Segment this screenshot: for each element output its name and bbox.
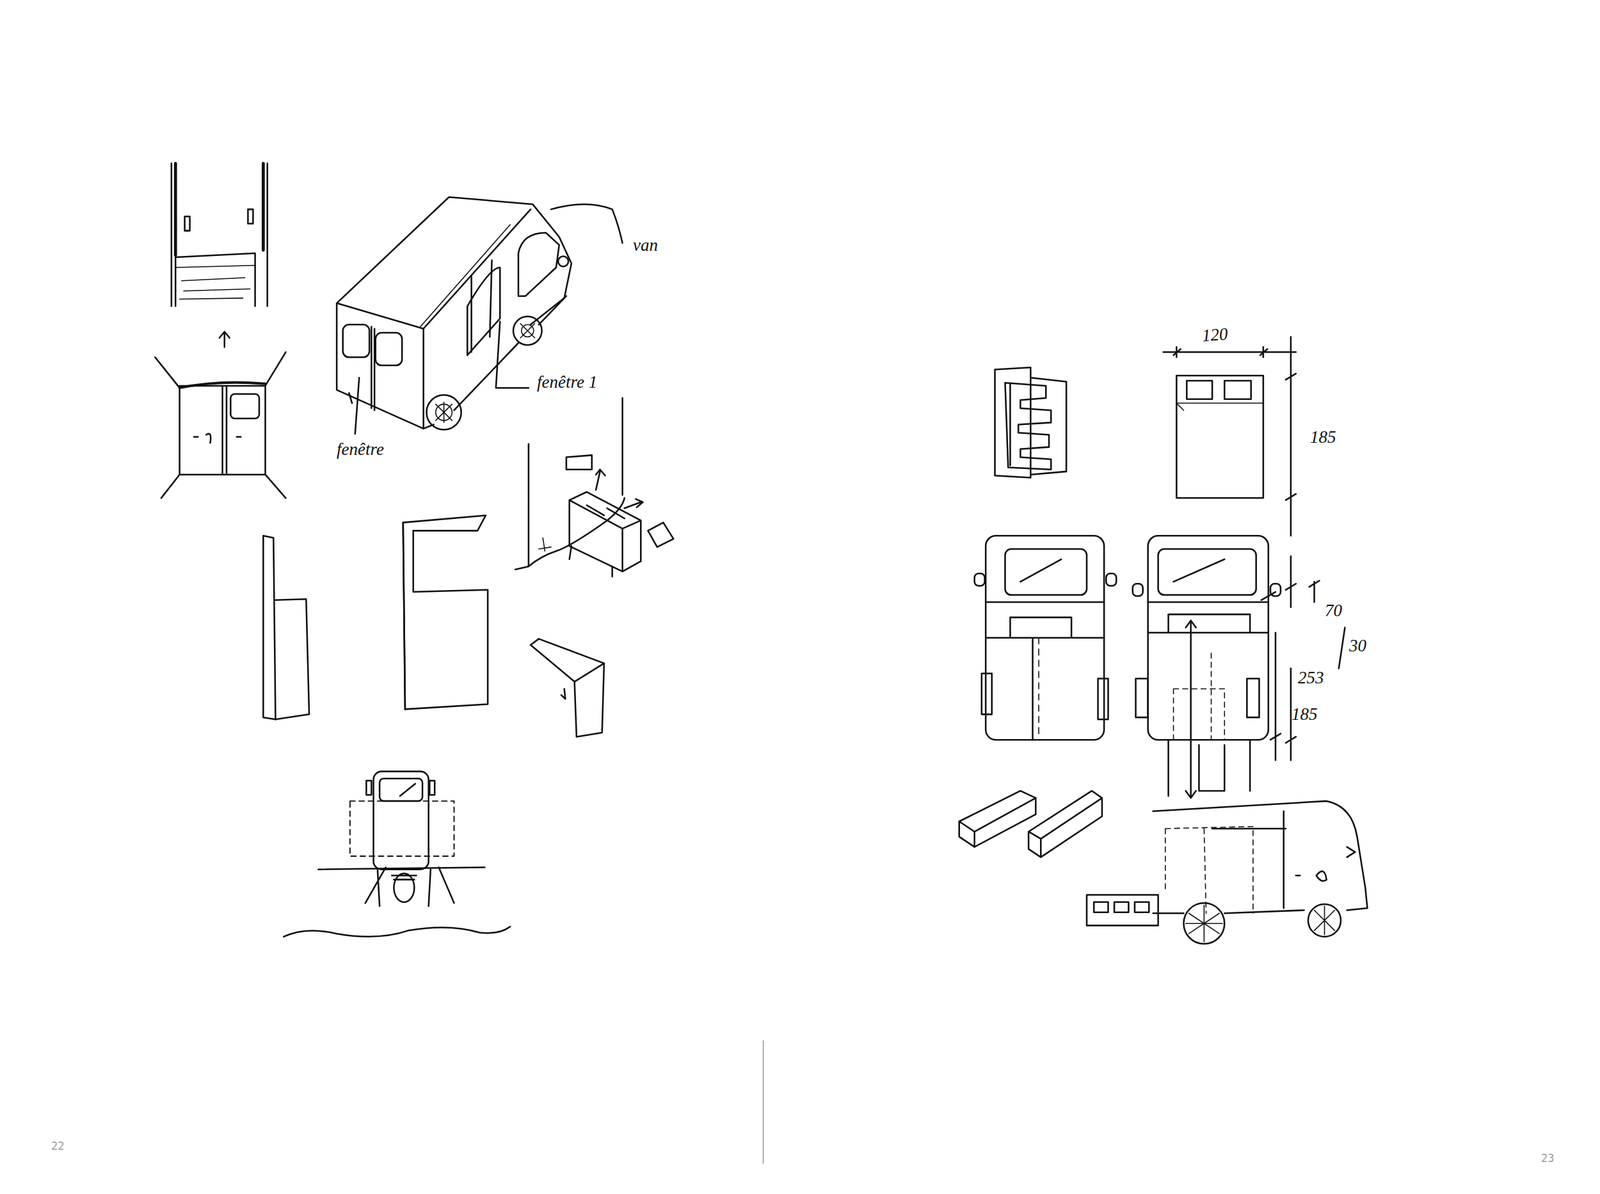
page-number: 22 bbox=[51, 1141, 64, 1152]
handwritten-note: 253 bbox=[1297, 669, 1325, 687]
shelf-sketch bbox=[530, 638, 605, 737]
handwritten-note: van bbox=[632, 236, 658, 255]
handwritten-note: 120 bbox=[1201, 325, 1229, 345]
beam-sketches bbox=[959, 791, 1103, 858]
handwritten-note: fenêtre 1 bbox=[536, 373, 598, 392]
handwritten-note: fenêtre bbox=[336, 440, 384, 459]
handwritten-note: 30 bbox=[1349, 637, 1367, 655]
page-number: 23 bbox=[1541, 1153, 1554, 1165]
van-isometric bbox=[336, 197, 623, 434]
handwritten-note: 70 bbox=[1324, 602, 1343, 620]
van-front-sketch bbox=[283, 771, 511, 937]
handwritten-note: 185 bbox=[1291, 705, 1318, 724]
bed-sketch bbox=[1163, 336, 1296, 536]
van-side-sketch bbox=[1086, 801, 1368, 944]
van-rear-doors-sketch bbox=[154, 352, 286, 498]
van-plan-b bbox=[1132, 535, 1346, 799]
van-plan-a bbox=[974, 535, 1117, 740]
panel-sketches bbox=[263, 515, 488, 720]
box-sketch bbox=[515, 398, 674, 577]
handwritten-note: 185 bbox=[1310, 428, 1337, 447]
opening-sketch bbox=[171, 163, 268, 347]
folding-panel-sketch bbox=[995, 367, 1067, 478]
